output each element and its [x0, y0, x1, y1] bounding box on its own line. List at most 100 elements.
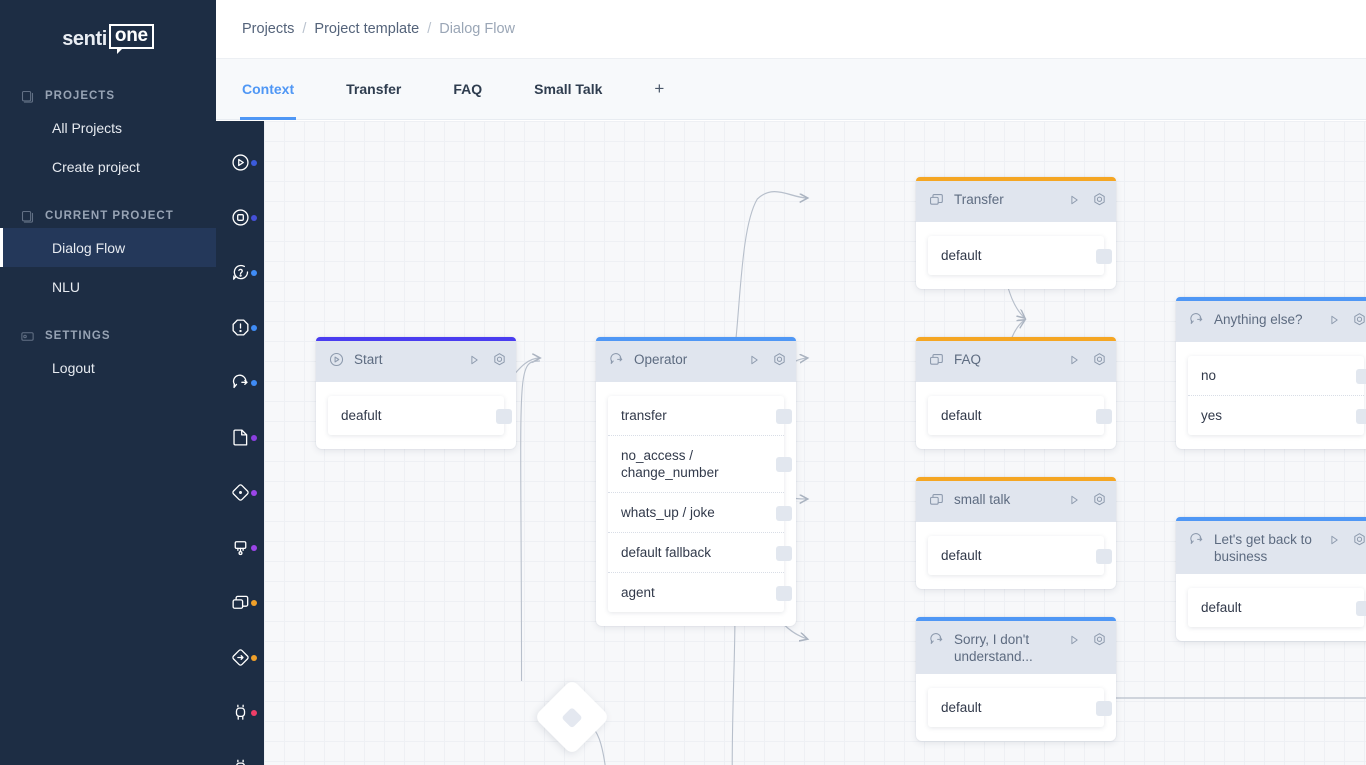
flow-canvas[interactable]: Start deafult Operator transfer no_access / …: [264, 121, 1366, 765]
node-header[interactable]: Let's get back to business: [1176, 521, 1366, 574]
node-gear-icon[interactable]: [491, 351, 508, 373]
palette-document-icon[interactable]: [216, 410, 264, 465]
palette-stack-boxes-icon[interactable]: [216, 575, 264, 630]
node-row[interactable]: agent: [608, 573, 792, 612]
breadcrumb-item-project-template[interactable]: Project template: [314, 21, 420, 37]
palette-stop-square-circle-icon[interactable]: [216, 190, 264, 245]
decision-diamond-icon: [230, 482, 251, 503]
node-play-icon[interactable]: [1326, 532, 1342, 553]
palette-alert-octagon-icon[interactable]: [216, 300, 264, 355]
tab-faq[interactable]: FAQ: [453, 59, 482, 120]
node-header[interactable]: Sorry, I don't understand...: [916, 621, 1116, 674]
node-gear-icon[interactable]: [1091, 351, 1108, 373]
flow-node-sorry[interactable]: Sorry, I don't understand... default: [916, 617, 1116, 741]
node-row[interactable]: default: [928, 236, 1112, 275]
node-play-icon[interactable]: [1066, 492, 1082, 513]
jump-diamond-icon: [230, 647, 251, 668]
palette-jump-diamond-icon[interactable]: [216, 630, 264, 685]
node-gear-icon[interactable]: [1091, 631, 1108, 653]
tab-context[interactable]: Context: [239, 59, 297, 120]
node-body: transfer no_access / change_number whats_u…: [608, 396, 792, 612]
node-play-icon[interactable]: [466, 352, 482, 373]
flow-node-operator[interactable]: Operator transfer no_access / change_numbe…: [596, 337, 796, 626]
node-row[interactable]: whats_up / joke: [608, 493, 792, 533]
node-row-label: default: [941, 700, 982, 715]
node-output-port[interactable]: [1096, 248, 1112, 264]
node-gear-icon[interactable]: [1351, 311, 1366, 333]
node-play-icon[interactable]: [746, 352, 762, 373]
node-row[interactable]: no: [1188, 356, 1366, 396]
tab-small-talk[interactable]: Small Talk: [534, 59, 602, 120]
palette-question-bubble-icon[interactable]: [216, 245, 264, 300]
node-header[interactable]: Transfer: [916, 181, 1116, 222]
node-row[interactable]: default: [1188, 588, 1366, 627]
node-output-port[interactable]: [1096, 408, 1112, 424]
reply-bubble-icon: [608, 351, 625, 373]
flow-node-faq[interactable]: FAQ default: [916, 337, 1116, 449]
node-row[interactable]: no_access / change_number: [608, 436, 792, 493]
node-header-actions: [1057, 351, 1108, 373]
flow-node-start[interactable]: Start deafult: [316, 337, 516, 449]
alert-octagon-icon: [230, 317, 251, 338]
sidebar-item-nlu[interactable]: NLU: [0, 267, 216, 306]
node-row[interactable]: deafult: [328, 396, 512, 435]
palette-webhook-plug-icon[interactable]: [216, 520, 264, 575]
palette-robot-head-icon[interactable]: [216, 685, 264, 740]
node-output-port[interactable]: [1096, 548, 1112, 564]
node-row[interactable]: yes: [1188, 396, 1366, 435]
breadcrumb-item-projects[interactable]: Projects: [242, 21, 295, 37]
palette-decision-diamond-icon[interactable]: [216, 465, 264, 520]
palette-status-dot: [251, 269, 257, 276]
node-gear-icon[interactable]: [1351, 531, 1366, 553]
node-row-label: no_access / change_number: [621, 448, 719, 480]
node-output-port[interactable]: [776, 585, 792, 601]
sidebar-item-logout[interactable]: Logout: [0, 348, 216, 387]
palette-start-play-circle-icon[interactable]: [216, 135, 264, 190]
node-gear-icon[interactable]: [771, 351, 788, 373]
node-row[interactable]: transfer: [608, 396, 792, 436]
app-logo[interactable]: senti one: [0, 0, 216, 66]
question-bubble-icon: [230, 262, 251, 283]
tab-transfer[interactable]: Transfer: [346, 59, 401, 120]
node-row[interactable]: default: [928, 688, 1112, 727]
node-play-icon[interactable]: [1066, 352, 1082, 373]
sidebar-item-dialog-flow[interactable]: Dialog Flow: [0, 228, 216, 267]
node-row[interactable]: default: [928, 396, 1112, 435]
node-header[interactable]: Anything else?: [1176, 301, 1366, 342]
palette-robot-body-icon[interactable]: [216, 740, 264, 765]
flow-node-transfer[interactable]: Transfer default: [916, 177, 1116, 289]
node-output-port[interactable]: [776, 408, 792, 424]
node-gear-icon[interactable]: [1091, 191, 1108, 213]
flow-node-small-talk[interactable]: small talk default: [916, 477, 1116, 589]
stack-boxes-icon: [928, 191, 945, 213]
node-output-port[interactable]: [1356, 600, 1366, 616]
palette-reply-bubble-icon[interactable]: [216, 355, 264, 410]
flow-node-back-to-business[interactable]: Let's get back to business default: [1176, 517, 1366, 641]
node-output-port[interactable]: [496, 408, 512, 424]
node-output-port[interactable]: [1096, 700, 1112, 716]
breadcrumb-separator: /: [302, 21, 307, 37]
sidebar-item-all-projects[interactable]: All Projects: [0, 108, 216, 147]
node-play-icon[interactable]: [1066, 632, 1082, 653]
palette-status-dot: [251, 324, 257, 331]
node-play-icon[interactable]: [1066, 192, 1082, 213]
node-header[interactable]: Operator: [596, 341, 796, 382]
node-gear-icon[interactable]: [1091, 491, 1108, 513]
node-header[interactable]: small talk: [916, 481, 1116, 522]
add-tab-button[interactable]: +: [654, 59, 664, 120]
node-output-port[interactable]: [776, 457, 792, 472]
node-output-port[interactable]: [776, 505, 792, 521]
sidebar-section-label: SETTINGS: [45, 330, 111, 342]
node-play-icon[interactable]: [1326, 312, 1342, 333]
node-row[interactable]: default fallback: [608, 533, 792, 573]
node-output-port[interactable]: [776, 545, 792, 561]
node-output-port[interactable]: [1356, 408, 1366, 424]
node-row[interactable]: default: [928, 536, 1112, 575]
node-header[interactable]: Start: [316, 341, 516, 382]
node-output-port[interactable]: [1356, 368, 1366, 384]
node-title: Operator: [634, 352, 688, 367]
sidebar-item-create-project[interactable]: Create project: [0, 147, 216, 186]
node-header[interactable]: FAQ: [916, 341, 1116, 382]
